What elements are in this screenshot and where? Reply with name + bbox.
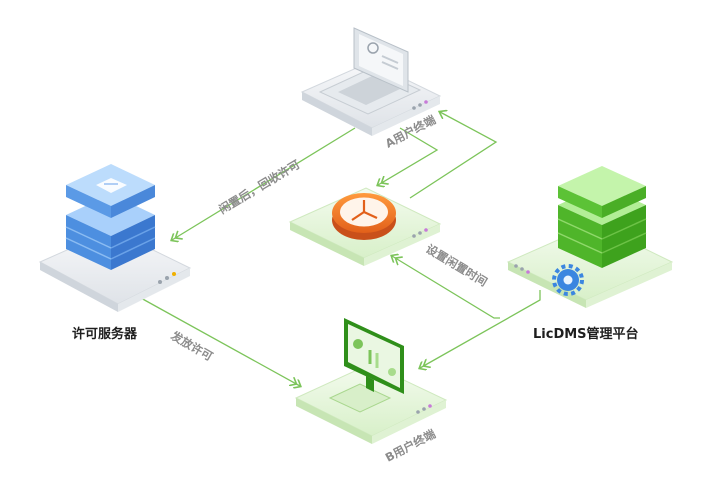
gear-icon bbox=[552, 264, 584, 296]
connectors bbox=[129, 112, 541, 386]
edge-laptop-clock bbox=[378, 127, 439, 185]
edge-licdms-monitor bbox=[420, 290, 541, 368]
licdms-label: LicDMS管理平台 bbox=[533, 326, 639, 342]
issue-license-label: 发放许可 bbox=[168, 328, 216, 364]
idle-recycle-label: 闲置后，回收许可 bbox=[216, 157, 302, 217]
edge-issue-license bbox=[129, 291, 300, 386]
client-a-node: A用户终端 bbox=[300, 27, 442, 151]
server-stack-icon bbox=[557, 166, 647, 268]
client-b-node: B用户终端 bbox=[294, 318, 448, 465]
laptop-icon bbox=[318, 27, 422, 115]
set-idle-time-label: 设置闲置时间 bbox=[423, 242, 489, 290]
edge-idle-recycle bbox=[172, 127, 356, 240]
edge-clock-laptop bbox=[409, 112, 498, 199]
license-server-node: 许可服务器 bbox=[38, 164, 192, 342]
edge-set-idle-time bbox=[392, 256, 500, 319]
monitor-icon bbox=[328, 318, 404, 413]
idle-timer-node bbox=[288, 187, 442, 266]
licdms-node: LicDMS管理平台 bbox=[506, 166, 674, 342]
clock-icon bbox=[332, 193, 396, 240]
license-server-label: 许可服务器 bbox=[72, 326, 138, 342]
server-stack-icon bbox=[65, 164, 156, 270]
